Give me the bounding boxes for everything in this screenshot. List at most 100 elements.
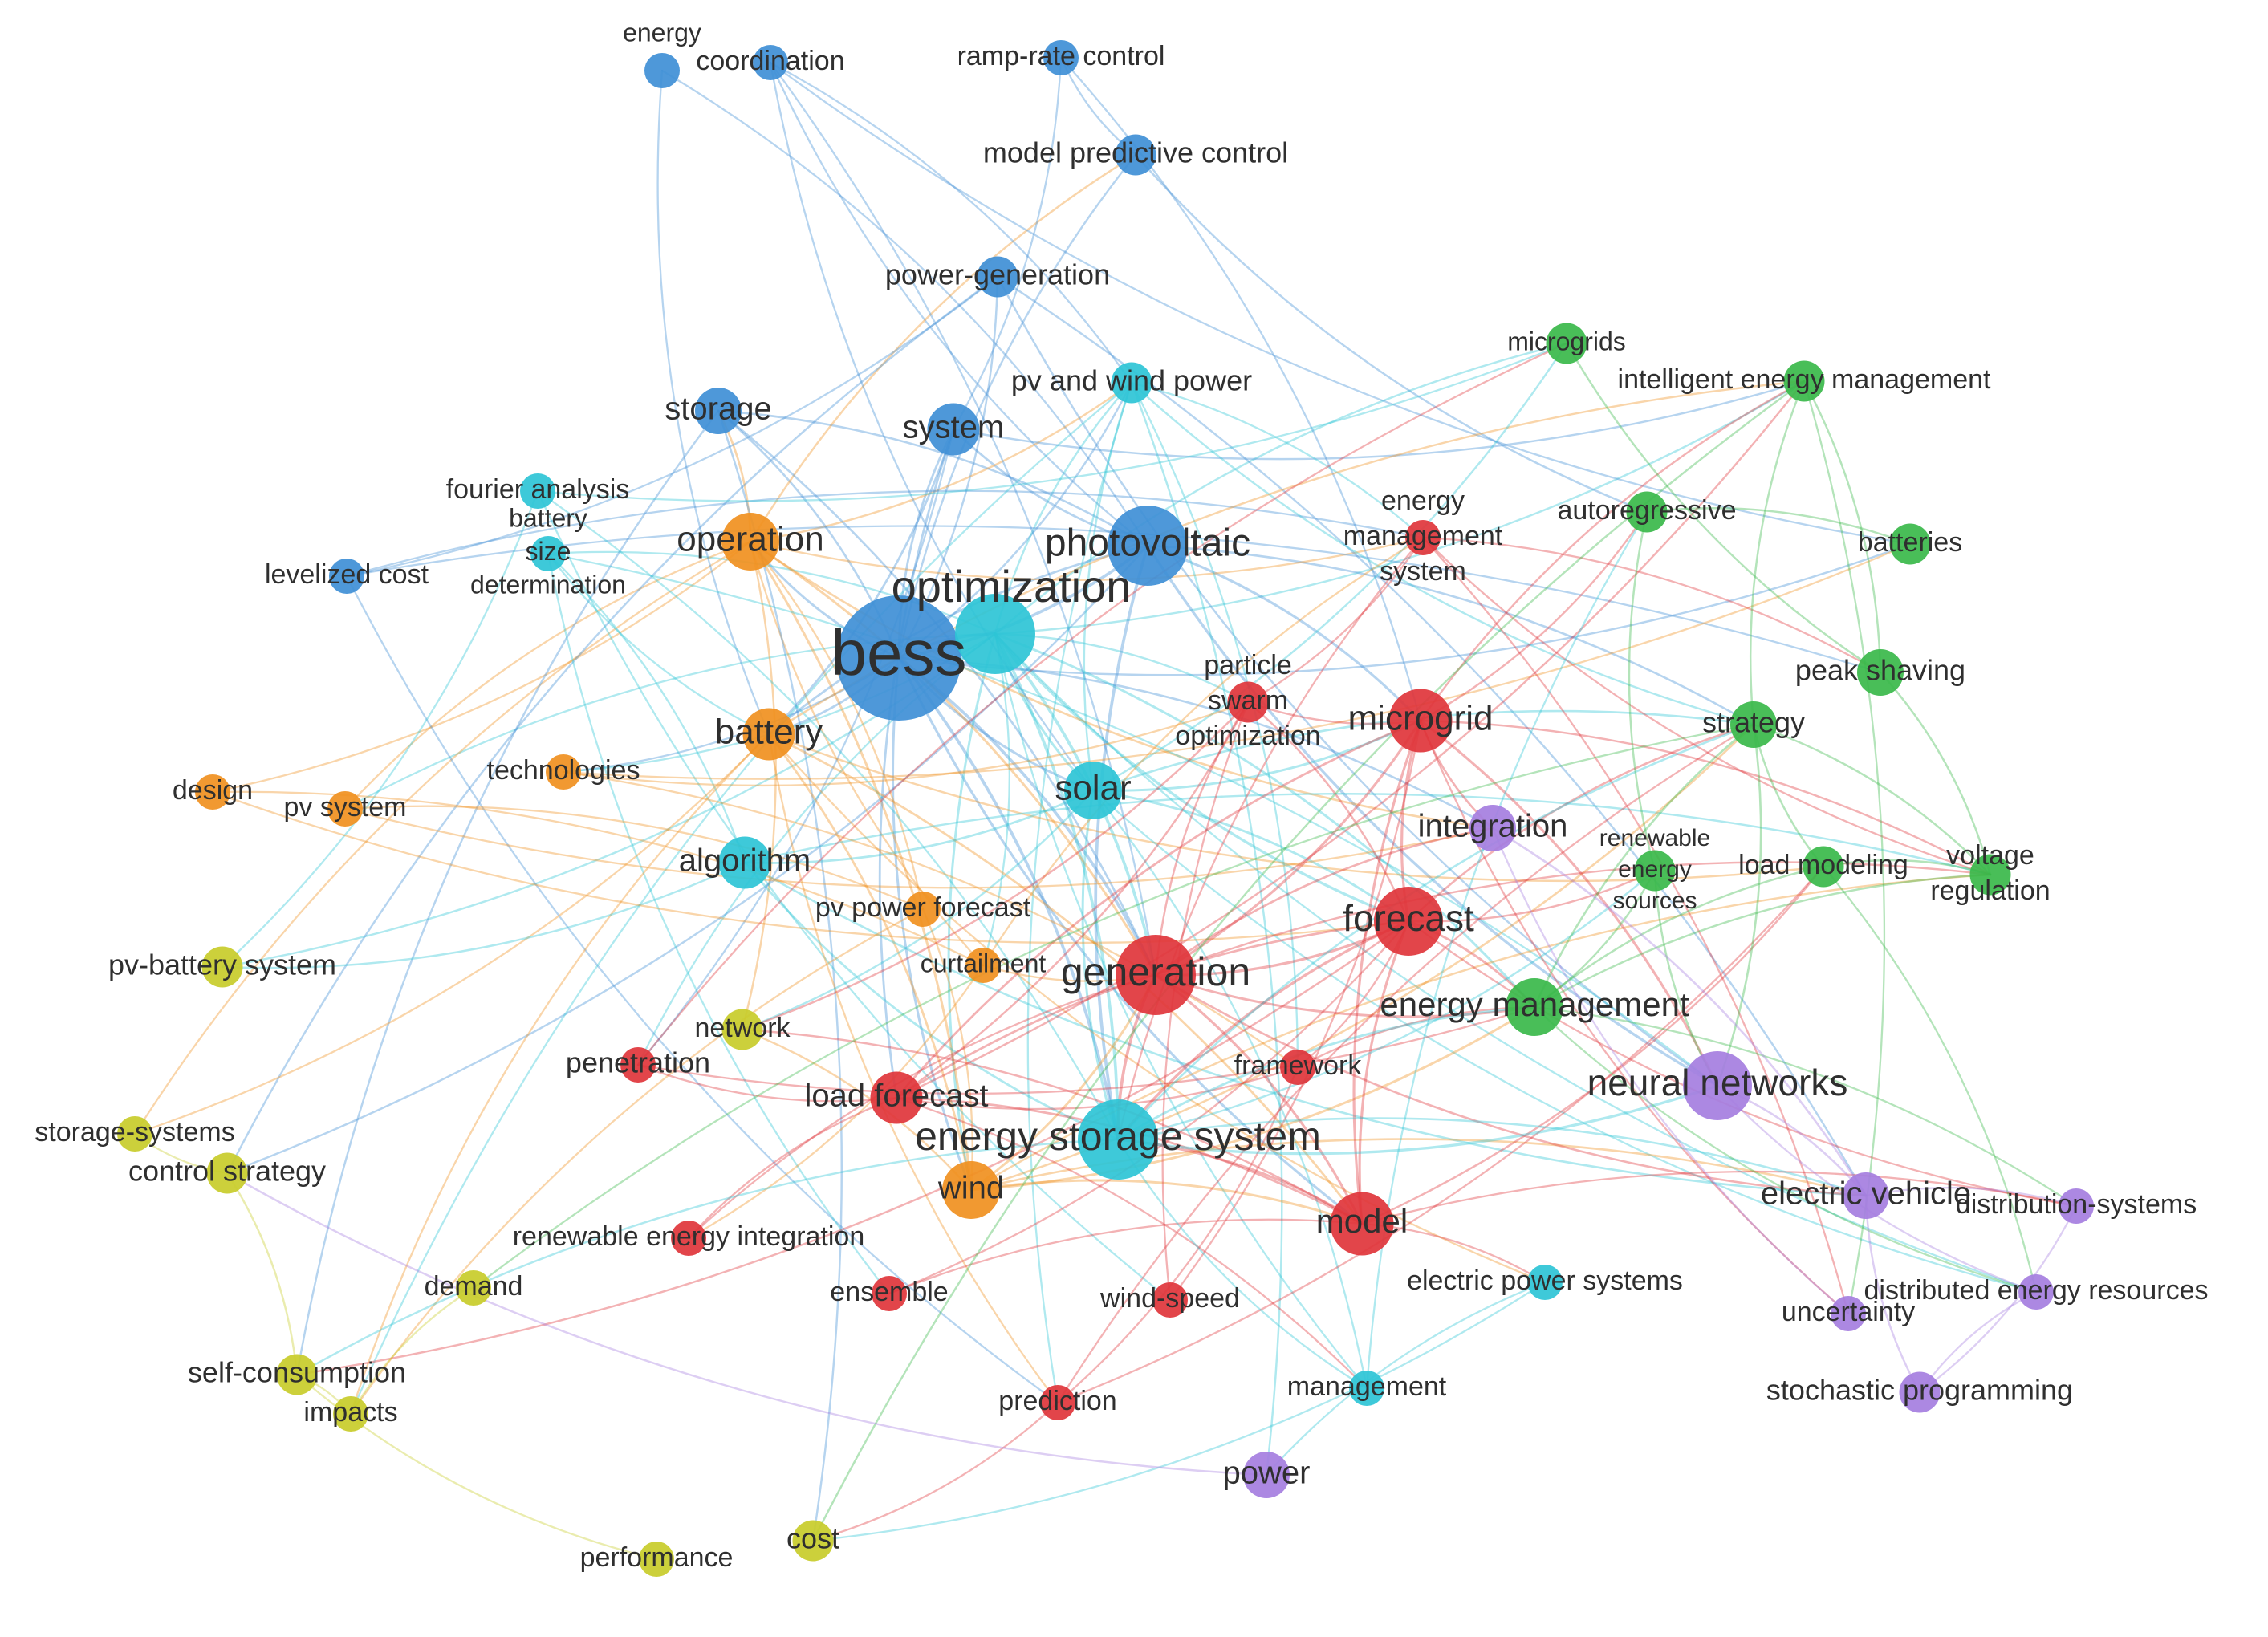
node-penetration[interactable] (620, 1047, 656, 1083)
node-uncertainty[interactable] (1831, 1296, 1866, 1331)
label-impacts[interactable]: impacts (303, 1397, 397, 1428)
node-demand[interactable] (456, 1270, 491, 1306)
node-pv-power-forecast[interactable] (905, 892, 941, 927)
node-model-predictive-control[interactable] (1115, 134, 1156, 176)
node-renewable-energy-sources[interactable] (1634, 850, 1676, 892)
label-intelligent-energy-management[interactable]: intelligent energy management (1618, 364, 1992, 395)
label-control-strategy[interactable]: control strategy (128, 1155, 326, 1188)
node-system[interactable] (927, 403, 980, 456)
node-power-generation[interactable] (977, 256, 1018, 298)
node-prediction[interactable] (1040, 1385, 1075, 1420)
label-penetration[interactable]: penetration (566, 1046, 710, 1079)
node-optimization[interactable] (955, 594, 1035, 674)
node-control-strategy[interactable] (206, 1152, 248, 1194)
node-pv-system[interactable] (327, 791, 363, 827)
label-power[interactable]: power (1223, 1456, 1311, 1491)
label-microgrids[interactable]: microgrids (1507, 327, 1626, 355)
node-neural-networks[interactable] (1683, 1051, 1752, 1120)
node-strategy[interactable] (1730, 701, 1777, 748)
node-particle-swarm-optimization[interactable] (1227, 681, 1269, 723)
label-ensemble[interactable]: ensemble (830, 1277, 948, 1307)
label-integration[interactable]: integration (1418, 809, 1568, 844)
node-generation[interactable] (1116, 935, 1196, 1015)
node-renewable-energy-integration[interactable] (671, 1221, 706, 1256)
node-energy-management[interactable] (1506, 978, 1563, 1036)
label-network[interactable]: network (694, 1013, 791, 1043)
label-neural-networks[interactable]: neural networks (1587, 1062, 1848, 1103)
node-load-forecast[interactable] (870, 1071, 923, 1124)
label-levelized-cost[interactable]: levelized cost (265, 559, 429, 590)
node-peak-shaving[interactable] (1857, 649, 1904, 696)
node-electric-power-systems[interactable] (1527, 1265, 1563, 1300)
node-distribution-systems[interactable] (2059, 1188, 2094, 1224)
node-stochastic-programming[interactable] (1899, 1371, 1941, 1413)
node-energy-management-system[interactable] (1405, 520, 1441, 555)
node-self-consumption[interactable] (276, 1354, 318, 1395)
node-pv-battery-system[interactable] (201, 946, 243, 988)
label-cost[interactable]: cost (786, 1522, 839, 1555)
label-algorithm[interactable]: algorithm (679, 843, 811, 879)
node-batteries[interactable] (1889, 523, 1931, 565)
label-ramp-rate-control[interactable]: ramp-rate control (957, 41, 1165, 71)
node-management[interactable] (1349, 1371, 1384, 1406)
node-levelized-cost[interactable] (329, 559, 364, 594)
label-energy-storage-system[interactable]: energy storage system (915, 1114, 1321, 1159)
label-model-predictive-control[interactable]: model predictive control (983, 136, 1288, 169)
label-framework[interactable]: framework (1234, 1050, 1363, 1081)
label-pv-battery-system[interactable]: pv-battery system (108, 948, 336, 981)
node-energy[interactable] (644, 53, 680, 88)
label-strategy[interactable]: strategy (1702, 706, 1805, 739)
node-cost[interactable] (792, 1520, 834, 1562)
label-performance[interactable]: performance (580, 1542, 734, 1573)
node-distributed-energy-resources[interactable] (2018, 1274, 2054, 1310)
label-generation[interactable]: generation (1061, 949, 1250, 994)
label-pv-system[interactable]: pv system (283, 792, 406, 823)
node-impacts[interactable] (333, 1396, 368, 1432)
node-microgrids[interactable] (1546, 323, 1587, 364)
node-photovoltaic[interactable] (1108, 506, 1188, 586)
node-operation[interactable] (721, 513, 779, 571)
label-microgrid[interactable]: microgrid (1348, 699, 1494, 738)
label-wind-speed[interactable]: wind-speed (1099, 1283, 1240, 1314)
label-load-forecast[interactable]: load forecast (804, 1078, 988, 1114)
node-solar[interactable] (1064, 762, 1122, 819)
label-solar[interactable]: solar (1055, 769, 1131, 808)
node-design[interactable] (195, 774, 230, 810)
node-model[interactable] (1330, 1192, 1394, 1256)
label-optimization[interactable]: optimization (892, 561, 1132, 611)
label-design[interactable]: design (173, 775, 253, 806)
label-stochastic-programming[interactable]: stochastic programming (1766, 1374, 2073, 1407)
node-performance[interactable] (639, 1542, 674, 1577)
label-distributed-energy-resources[interactable]: distributed energy resources (1864, 1275, 2208, 1306)
node-voltage-regulation[interactable] (1969, 854, 2011, 896)
node-storage[interactable] (695, 388, 742, 434)
node-battery[interactable] (742, 708, 795, 761)
node-storage-systems[interactable] (117, 1116, 152, 1152)
node-autoregressive[interactable] (1626, 491, 1668, 533)
node-power[interactable] (1243, 1452, 1290, 1498)
node-pv-and-wind-power[interactable] (1111, 362, 1152, 404)
label-prediction[interactable]: prediction (998, 1386, 1116, 1416)
label-electric-vehicle[interactable]: electric vehicle (1761, 1176, 1971, 1212)
label-model[interactable]: model (1316, 1202, 1408, 1240)
node-energy-storage-system[interactable] (1078, 1099, 1158, 1180)
label-distribution-systems[interactable]: distribution-systems (1956, 1189, 2197, 1220)
label-pv-power-forecast[interactable]: pv power forecast (815, 892, 1031, 923)
node-ensemble[interactable] (872, 1276, 907, 1311)
node-integration[interactable] (1469, 805, 1516, 851)
node-network[interactable] (721, 1009, 763, 1050)
label-wind[interactable]: wind (937, 1171, 1004, 1206)
node-algorithm[interactable] (718, 836, 771, 889)
node-intelligent-energy-management[interactable] (1783, 360, 1825, 402)
label-energy-management[interactable]: energy management (1380, 985, 1689, 1023)
label-battery[interactable]: battery (715, 713, 823, 752)
node-load-modeling[interactable] (1803, 846, 1844, 888)
node-microgrid[interactable] (1388, 689, 1453, 753)
label-management[interactable]: management (1287, 1371, 1447, 1402)
node-fourier-analysis[interactable] (520, 473, 555, 509)
label-autoregressive[interactable]: autoregressive (1557, 495, 1736, 526)
